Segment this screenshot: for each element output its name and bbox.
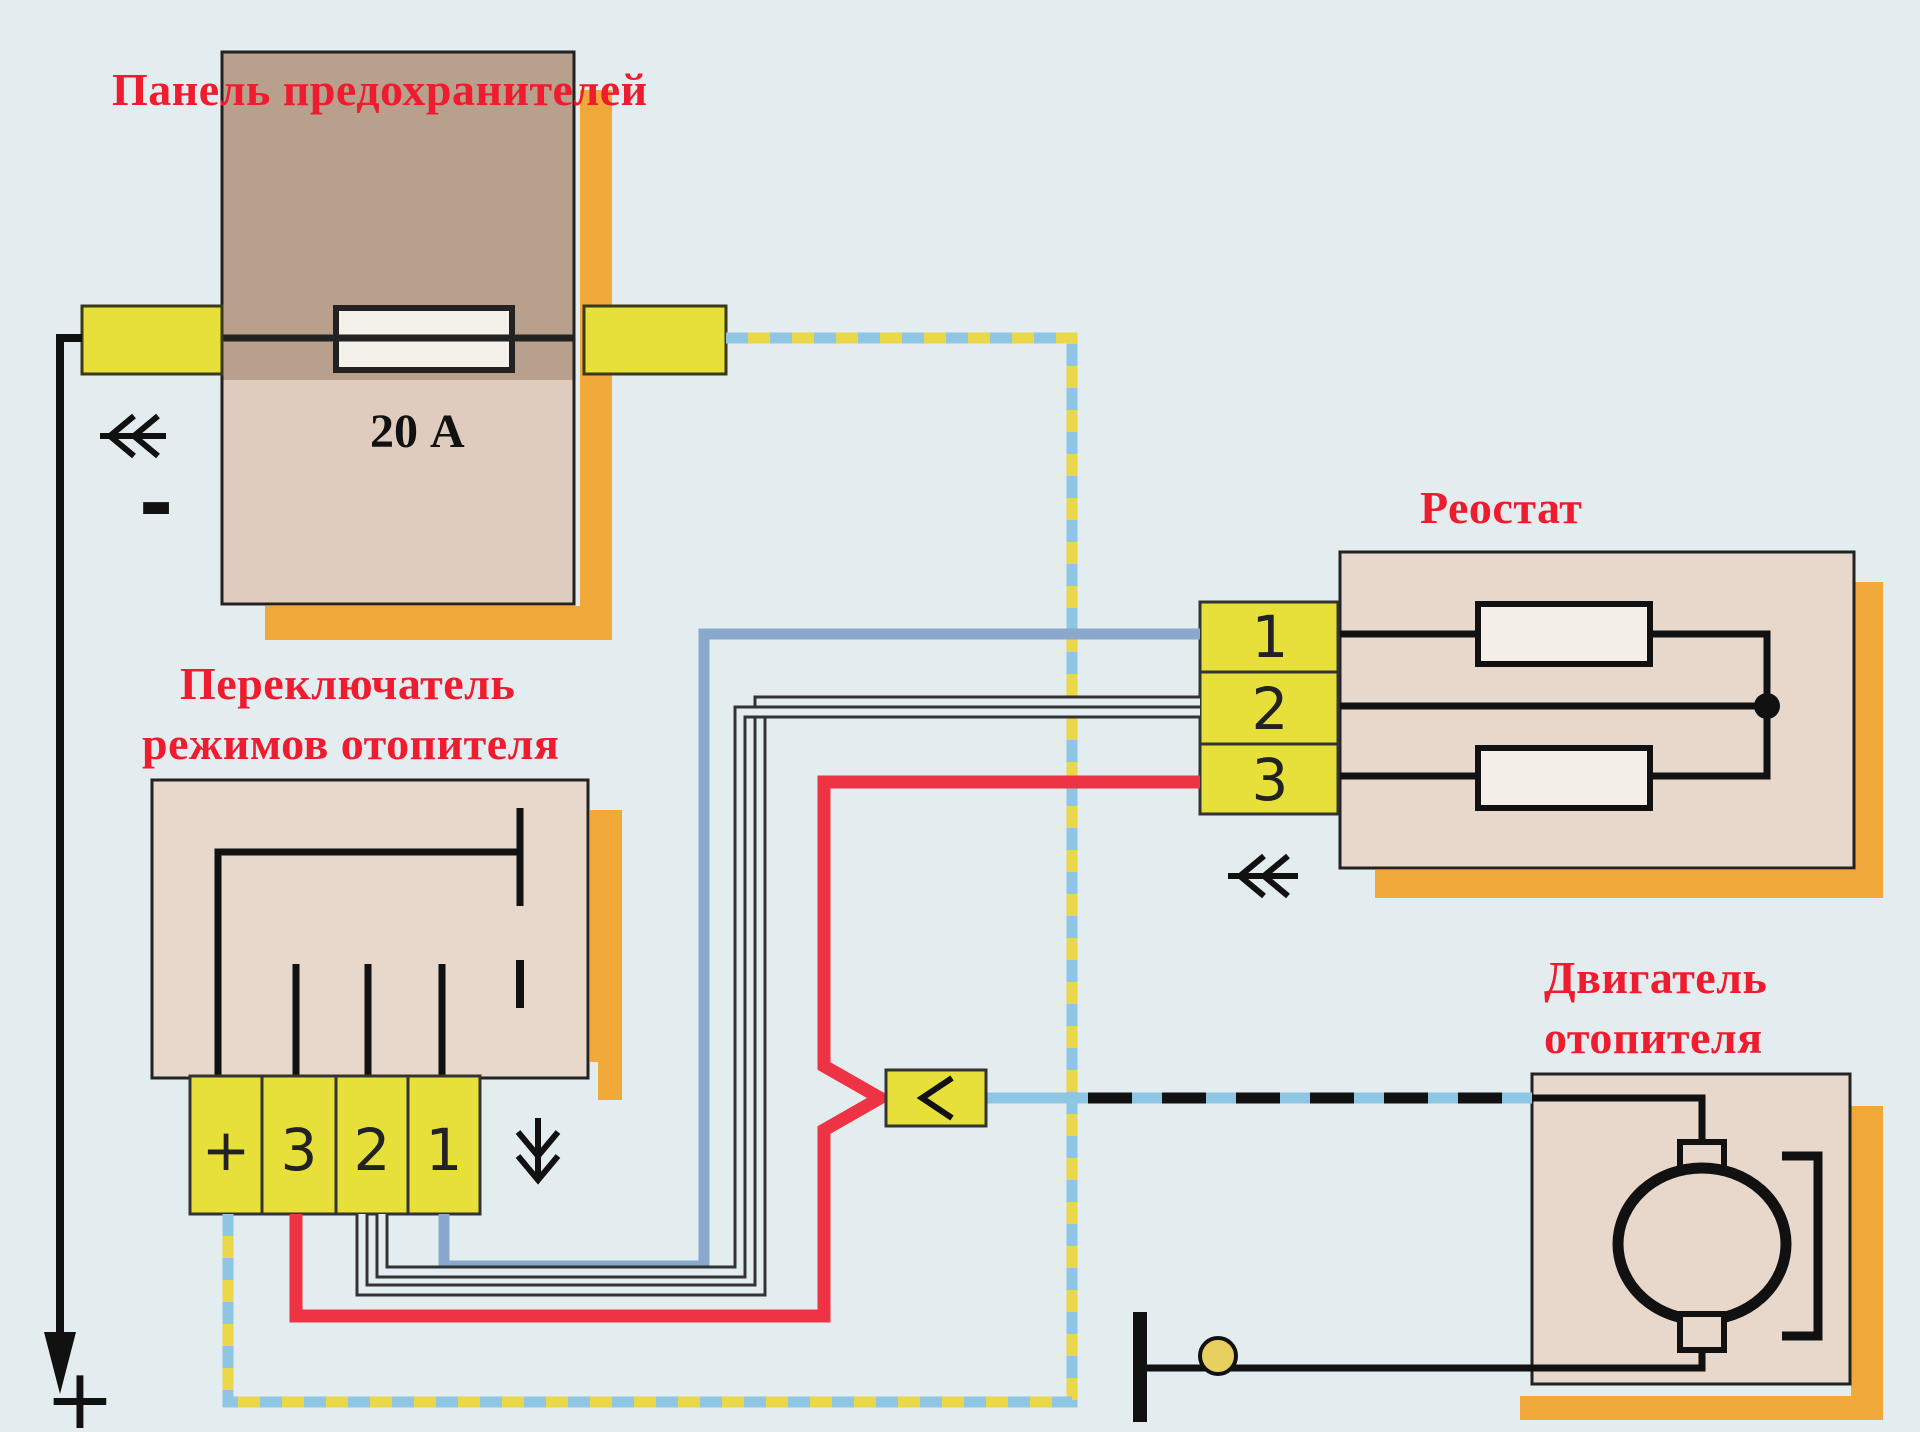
plug-icon-rheostat: [1228, 853, 1298, 899]
switch-pin-plus: +: [202, 1116, 251, 1184]
fuse-connector-right: [582, 304, 728, 376]
motor-field-magnet: [1782, 1151, 1823, 1341]
wires: [44, 332, 1532, 1422]
resistor-bottom: [1475, 745, 1653, 811]
junction-dot: [1754, 693, 1780, 719]
fuse-connector-left: [80, 304, 224, 376]
rheostat-pin-2: 2: [1252, 675, 1289, 743]
switch-pin-1: 1: [426, 1116, 463, 1184]
fuse-rating-label: 20 А: [370, 405, 465, 458]
component-shadows: [265, 90, 1883, 1420]
motor-label-line1: Двигатель: [1544, 952, 1768, 1003]
switch-label-line1: Переключатель: [180, 658, 516, 709]
rheostat-pin-1: 1: [1252, 603, 1289, 671]
motor-armature: [1612, 1162, 1792, 1326]
rheostat-pin-3: 3: [1252, 746, 1289, 814]
rheostat: 1 2 3: [1198, 550, 1856, 870]
plug-icon-fuse: [100, 413, 166, 459]
plug-symbols: [100, 413, 1298, 1185]
fuse-panel-label: Панель предохранителей: [112, 64, 648, 115]
switch-pin-3: 3: [281, 1116, 318, 1184]
rheostat-label: Реостат: [1420, 482, 1583, 533]
heater-motor: [1530, 1072, 1852, 1386]
negative-terminal-sign: -: [139, 454, 174, 552]
wire-red: [289, 775, 1200, 1323]
wire-black-supply: [56, 334, 82, 1350]
heater-mode-switch: + 3 2 1: [150, 778, 590, 1216]
switch-pin-2: 2: [354, 1116, 391, 1184]
plug-icon-switch: [515, 1118, 561, 1185]
resistor-top: [1475, 601, 1653, 667]
arrow-down-icon: [44, 1332, 76, 1394]
motor-label-line2: отопителя: [1544, 1012, 1763, 1063]
motor-feed-connector: [884, 1068, 988, 1128]
fuse-panel: [220, 50, 576, 606]
ground-point: [1198, 1336, 1238, 1376]
switch-label-line2: режимов отопителя: [142, 718, 560, 769]
positive-terminal-sign: +: [45, 1350, 115, 1432]
